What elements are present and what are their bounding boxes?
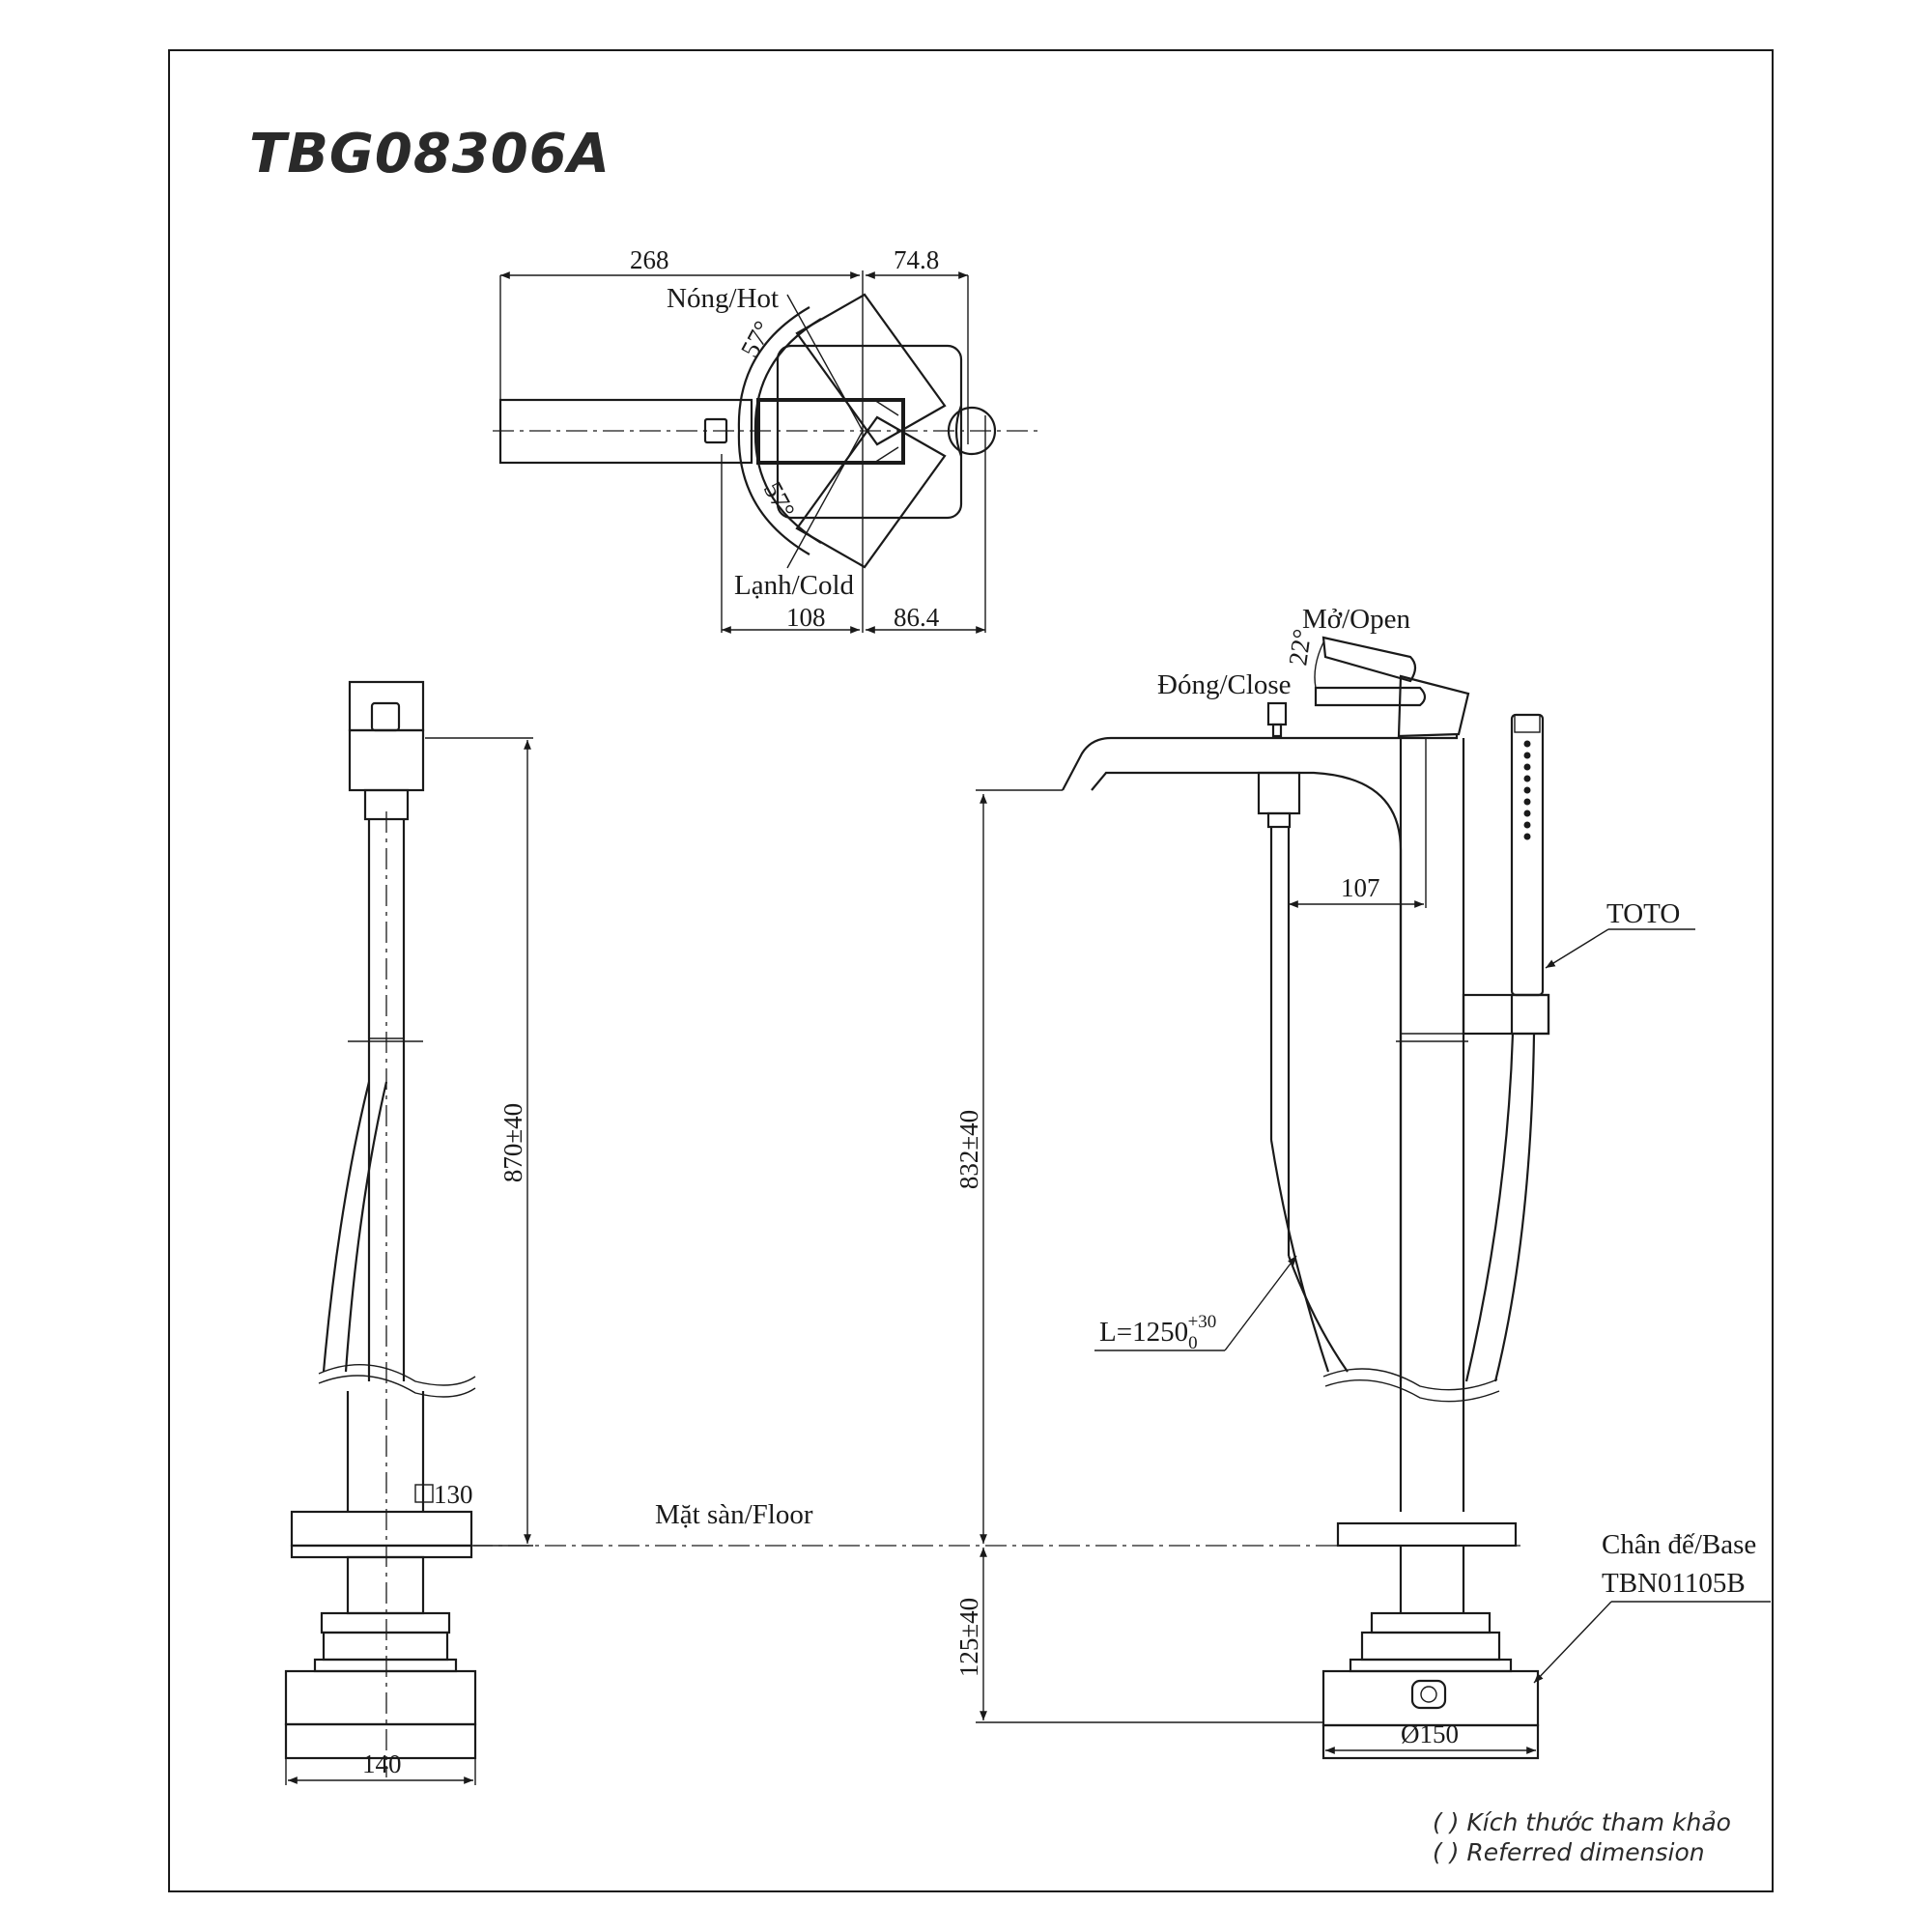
dim-top-74-8: 74.8 — [894, 245, 939, 274]
dim-height-832: 832±40 — [954, 1110, 983, 1189]
dim-bottom-108: 108 — [786, 603, 826, 632]
right-view: 107 832±40 125±40 Ø150 Mở/Open Đóng/Clos… — [954, 604, 1771, 1760]
dim-height-870: 870±40 — [498, 1103, 527, 1182]
dim-base-140: 140 — [362, 1749, 402, 1778]
dim-base-diameter: Ø150 — [1401, 1719, 1459, 1748]
label-hot: Nóng/Hot — [667, 283, 779, 314]
dim-107: 107 — [1341, 873, 1380, 902]
note-english: ( ) Referred dimension — [1433, 1838, 1705, 1866]
drawing-frame — [168, 49, 1774, 1892]
label-close: Đóng/Close — [1157, 669, 1292, 700]
angle-lever: 22° — [1283, 627, 1317, 668]
base-model: TBN01105B — [1602, 1568, 1746, 1599]
model-title: TBG08306A — [249, 123, 611, 185]
handshower-nozzles — [1523, 740, 1531, 840]
note-vietnamese: ( ) Kích thước tham khảo — [1433, 1808, 1731, 1836]
dim-below-floor: 125±40 — [954, 1598, 983, 1677]
top-view: 268 74.8 108 86.4 Nóng/Hot Lạnh/Cold — [493, 245, 1038, 634]
floor-label: Mặt sàn/Floor — [655, 1499, 813, 1530]
label-open: Mở/Open — [1302, 604, 1410, 635]
base-label: Chân đế/Base — [1602, 1529, 1756, 1560]
dim-bottom-86-4: 86.4 — [894, 603, 940, 632]
left-view: 870±40 130 140 — [284, 680, 533, 1785]
dim-top-268: 268 — [630, 245, 669, 274]
brand-label: TOTO — [1606, 898, 1680, 929]
angle-hot: 57° — [735, 316, 778, 361]
hose-length-label: L=12500+30 — [1099, 1312, 1216, 1353]
dim-square-130: 130 — [434, 1480, 473, 1509]
label-cold: Lạnh/Cold — [734, 570, 855, 601]
